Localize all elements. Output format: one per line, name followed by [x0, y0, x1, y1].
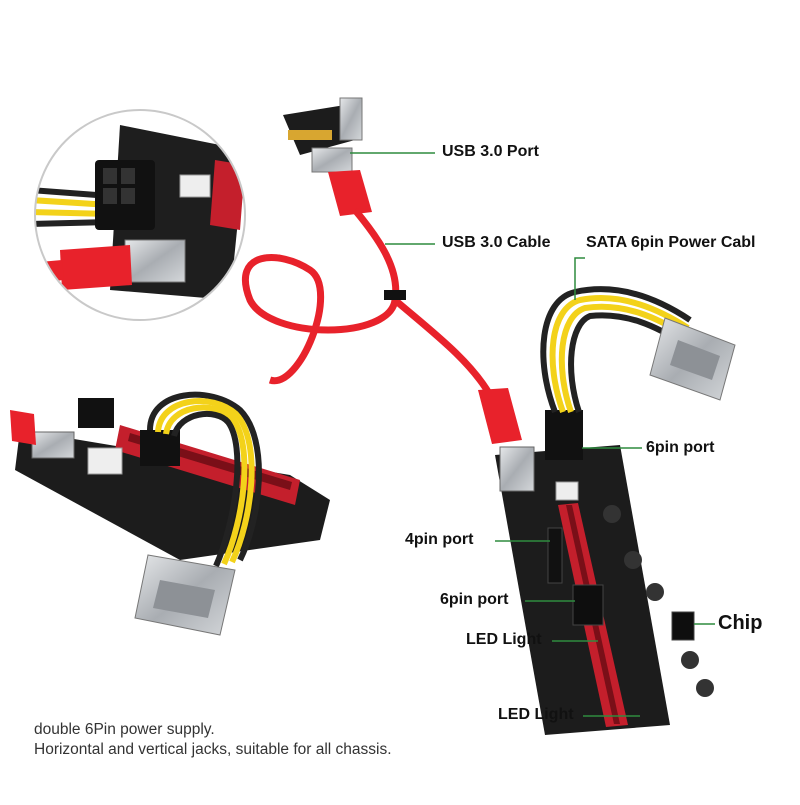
label-6pin-port-top: 6pin port — [646, 439, 715, 456]
label-usb-cable: USB 3.0 Cable — [442, 234, 551, 251]
caption-line-2: Horizontal and vertical jacks, suitable … — [34, 741, 392, 758]
pointer-sata-power — [574, 257, 585, 300]
label-led-light-2: LED Light — [498, 706, 574, 723]
caption-line-1: double 6Pin power supply. — [34, 721, 215, 738]
label-chip: Chip — [718, 612, 763, 634]
angled-riser-card — [10, 391, 330, 636]
zoom-detail-circle — [34, 109, 246, 321]
pointer-lines — [350, 152, 715, 717]
label-4pin-port: 4pin port — [405, 531, 474, 548]
label-6pin-port-bottom: 6pin port — [440, 591, 509, 608]
label-led-light-1: LED Light — [466, 631, 542, 648]
main-riser-card — [495, 286, 736, 735]
label-sata-power: SATA 6pin Power Cabl — [586, 234, 756, 251]
usb-adapter-and-cable — [241, 97, 522, 444]
label-usb-port: USB 3.0 Port — [442, 143, 539, 160]
